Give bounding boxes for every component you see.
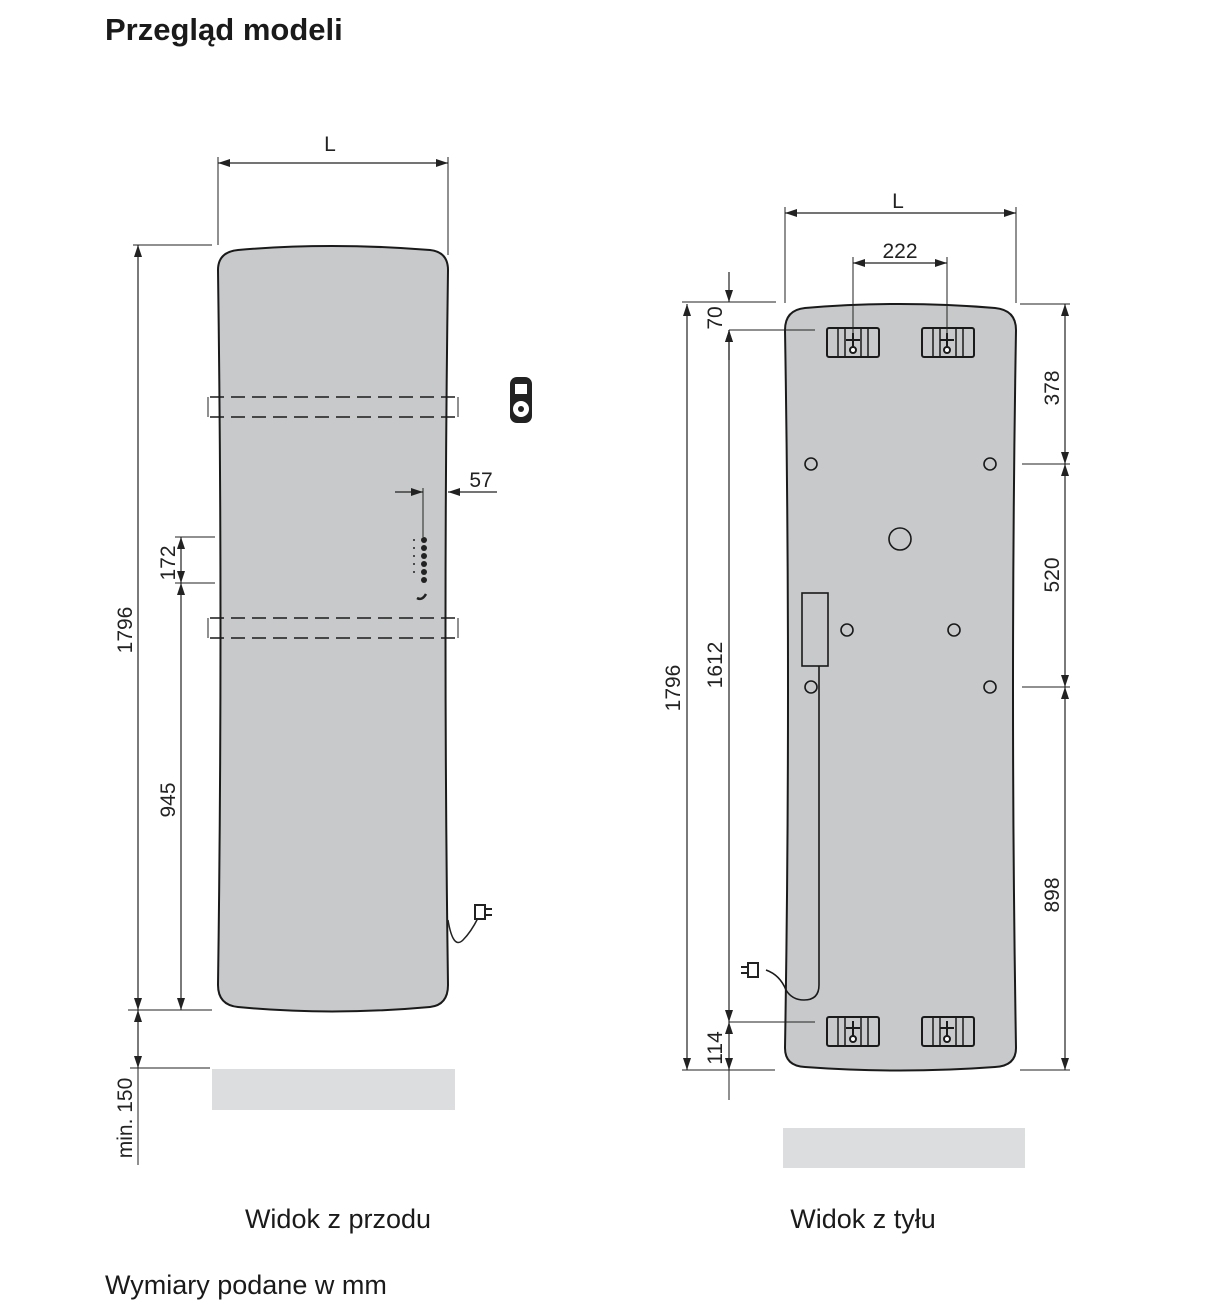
floor-clearance-label: min. 150 <box>114 1078 137 1159</box>
units-footnote: Wymiary podane w mm <box>105 1270 387 1300</box>
control-height-label: 172 <box>157 545 180 580</box>
front-panel <box>216 245 450 1013</box>
front-height-label: 1796 <box>114 607 137 654</box>
wall-bracket-upper <box>207 396 459 418</box>
bracket-span-label: 1612 <box>704 642 727 689</box>
front-view-caption: Widok z przodu <box>245 1204 431 1234</box>
hole-top-label: 378 <box>1041 370 1064 405</box>
back-height-label: 1796 <box>662 665 685 712</box>
back-width-label: L <box>892 190 904 213</box>
junction-box <box>801 592 829 667</box>
remote-control-icon <box>510 377 532 423</box>
bracket-spacing-label: 222 <box>882 240 917 263</box>
control-panel-icon <box>413 537 428 601</box>
power-cable-icon <box>741 666 820 1001</box>
floor <box>783 1128 1025 1168</box>
mounting-holes <box>804 457 997 694</box>
front-width-label: L <box>324 133 336 156</box>
bracket-icon <box>921 1016 975 1047</box>
back-view-caption: Widok z tyłu <box>790 1204 936 1234</box>
control-inset-label: 57 <box>469 469 492 492</box>
hole-mid-label: 520 <box>1041 557 1064 592</box>
hole-bottom-label: 898 <box>1041 877 1064 912</box>
power-plug-icon <box>447 904 492 944</box>
control-offset-label: 945 <box>157 782 180 817</box>
floor <box>212 1069 455 1110</box>
bracket-icon <box>921 327 975 358</box>
back-view: L 222 70 1612 114 1796 378 520 898 Widok… <box>662 190 1070 1234</box>
back-panel <box>783 303 1018 1072</box>
wall-bracket-lower <box>207 617 459 639</box>
bracket-icon <box>826 1016 880 1047</box>
front-view: L 1796 172 945 min. 150 57 Widok z przod… <box>114 133 532 1234</box>
page-title: Przegląd modeli <box>105 12 343 47</box>
top-offset-label: 70 <box>704 306 727 329</box>
bottom-offset-label: 114 <box>704 1031 727 1065</box>
